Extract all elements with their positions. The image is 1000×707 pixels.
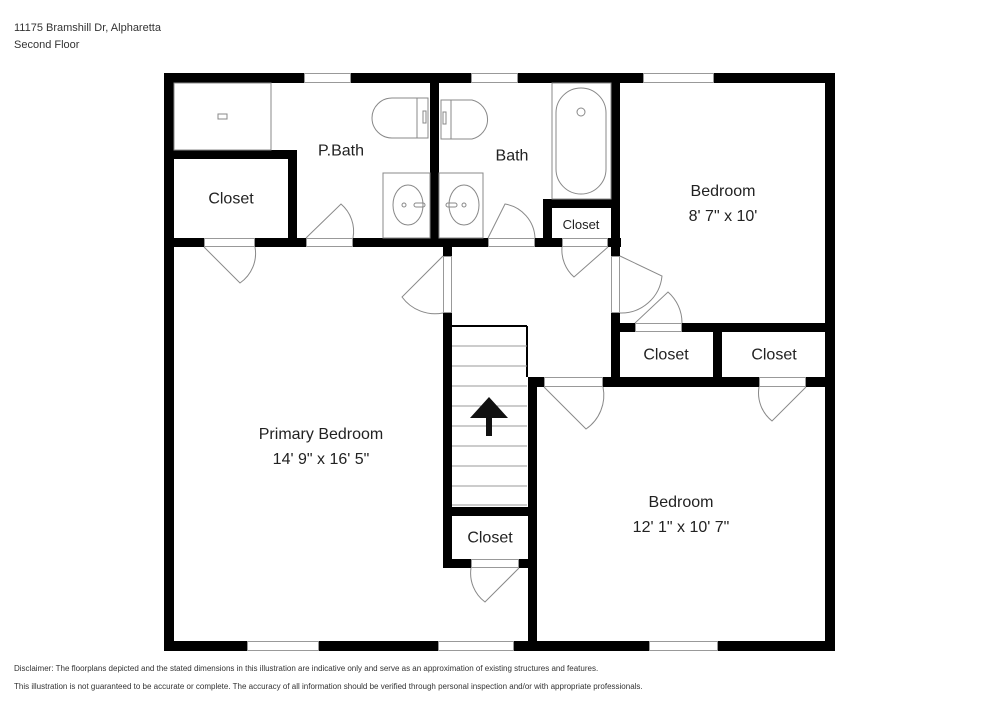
window: [438, 641, 514, 651]
door-opening: [544, 377, 603, 387]
room-label-bath: Bath: [495, 147, 529, 165]
door-opening: [759, 377, 806, 387]
toilet-icon: [371, 97, 429, 139]
wall-stair-left: [443, 247, 452, 567]
wall-bedroom-ne-bottom: [611, 323, 835, 332]
room-label-closet: Closet: [467, 529, 513, 547]
door-opening: [306, 238, 353, 247]
room-label-pbath: P.Bath: [318, 142, 364, 160]
wall-hall-closet-top: [543, 199, 620, 208]
room-label-closet: Closet: [208, 190, 254, 208]
wall-closets-divider: [713, 323, 722, 387]
wall-closets-bottom: [528, 377, 835, 387]
toilet-icon: [440, 99, 488, 140]
room-label-closet: Closet: [751, 346, 797, 364]
disclaimer-line-1: Disclaimer: The floorplans depicted and …: [14, 664, 599, 673]
disclaimer-line-2: This illustration is not guaranteed to b…: [14, 682, 643, 691]
wall-pbath-bath-divider: [430, 73, 439, 247]
room-label-closet: Closet: [643, 346, 689, 364]
door-opening: [611, 256, 620, 313]
wall-bath-row-bottom: [164, 238, 621, 247]
window: [247, 641, 319, 651]
window: [471, 73, 518, 83]
outer-wall-right: [825, 73, 835, 651]
sink-icon: [382, 172, 431, 239]
address-title: 11175 Bramshill Dr, Alpharetta: [14, 22, 161, 34]
outer-wall-bottom-left: [164, 641, 528, 651]
wall-closet-top: [164, 150, 297, 159]
wall-hall-closet-left: [543, 199, 552, 247]
door-opening: [471, 559, 519, 568]
door-opening: [562, 238, 608, 247]
door-opening: [635, 323, 682, 332]
window: [304, 73, 351, 83]
bathtub-icon: [551, 82, 612, 200]
window: [643, 73, 714, 83]
door-opening: [204, 238, 255, 247]
floor-title: Second Floor: [14, 39, 80, 51]
sink-icon: [438, 172, 484, 239]
wall-hall-right: [611, 247, 620, 387]
outer-wall-left: [164, 73, 174, 651]
door-opening: [443, 256, 452, 313]
shower-icon: [173, 82, 272, 151]
wall-bath-bedroom: [611, 73, 620, 247]
window: [649, 641, 718, 651]
door-swing-icon: [203, 203, 807, 603]
door-opening: [488, 238, 535, 247]
room-label-closet: Closet: [562, 216, 600, 232]
wall-stair-closet-top: [443, 507, 537, 516]
arrow-up-icon: [470, 397, 508, 436]
wall-closet-right: [288, 150, 297, 247]
